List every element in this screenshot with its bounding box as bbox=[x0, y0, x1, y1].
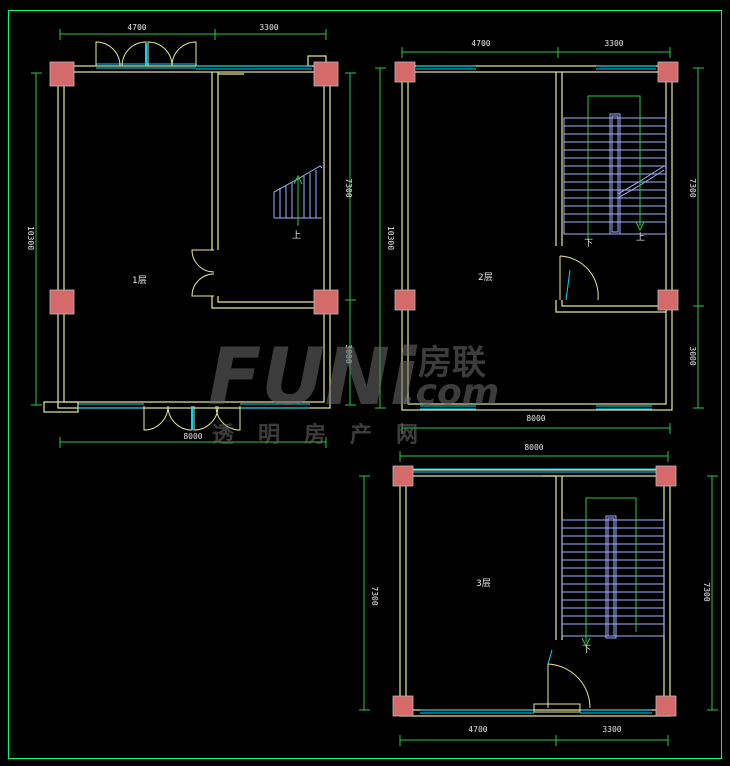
floor-1-stair-arrow bbox=[293, 174, 303, 226]
floor-3-windows bbox=[412, 468, 656, 714]
floor-3-dim-left: 7300 bbox=[370, 586, 379, 605]
floor-1-door-leaves bbox=[145, 44, 193, 430]
floor-2-doors bbox=[559, 255, 599, 301]
column bbox=[49, 289, 75, 315]
floor-3-room-label: 3层 bbox=[476, 578, 491, 589]
floor-2-plan: 4700 3300 8000 10300 7300 3000 bbox=[375, 39, 704, 434]
floor-2-stair-up-label: 上 bbox=[636, 232, 645, 243]
floor-2-dim-bottom: 8000 bbox=[526, 414, 545, 423]
floor-1-stair-up-label: 上 bbox=[292, 230, 301, 241]
column bbox=[392, 465, 414, 487]
column bbox=[49, 61, 75, 87]
column bbox=[394, 289, 416, 311]
floor-3-dim-top: 8000 bbox=[524, 443, 543, 452]
column bbox=[657, 61, 679, 83]
column bbox=[655, 465, 677, 487]
floor-1-dim-top-left: 4700 bbox=[127, 23, 146, 32]
floor-1-dimensions bbox=[31, 29, 356, 448]
floor-2-dim-top-left: 4700 bbox=[471, 39, 490, 48]
floor-3-dim-bottom-left: 4700 bbox=[468, 725, 487, 734]
floor-1-dim-bottom: 8000 bbox=[183, 432, 202, 441]
column bbox=[392, 695, 414, 717]
floor-3-columns bbox=[392, 465, 677, 717]
floor-2-columns bbox=[394, 61, 679, 311]
watermark-cn-name: 房联 bbox=[418, 343, 486, 383]
drawing-frame bbox=[8, 10, 722, 759]
floor-1-plan: 4700 3300 8000 10300 7300 3000 bbox=[26, 23, 356, 448]
floor-2-room-label: 2层 bbox=[478, 272, 493, 283]
column bbox=[655, 695, 677, 717]
floor-3-dim-right: 7300 bbox=[702, 582, 711, 601]
column bbox=[657, 289, 679, 311]
floor-2-stair-down-label: 下 bbox=[584, 239, 593, 249]
floor-2-dim-right-top: 7300 bbox=[688, 178, 697, 197]
column bbox=[313, 61, 339, 87]
floor-3-dimensions bbox=[359, 451, 718, 746]
watermark-domain: .com bbox=[402, 372, 499, 413]
floor-1-room-label: 1层 bbox=[132, 275, 147, 286]
floor-1-dim-top-right: 3300 bbox=[259, 23, 278, 32]
floor-3-stairs bbox=[561, 515, 665, 639]
floor-1-dim-right-top: 7300 bbox=[344, 178, 353, 197]
floor-1-windows bbox=[78, 63, 312, 409]
floor-1-columns bbox=[49, 61, 339, 315]
watermark-slogan: 透明房产网 bbox=[212, 422, 442, 448]
column bbox=[394, 61, 416, 83]
floor-1-dim-left: 10300 bbox=[26, 226, 35, 250]
floor-3-dim-bottom-right: 3300 bbox=[602, 725, 621, 734]
floor-2-stairs bbox=[563, 113, 667, 235]
floor-2-stair-arrow bbox=[587, 95, 645, 240]
floor-3-stair-arrow bbox=[581, 497, 637, 648]
floor-3-plan: 8000 7300 7300 4700 3300 bbox=[359, 443, 718, 746]
floor-3-doors bbox=[533, 663, 591, 713]
floor-2-walls bbox=[401, 65, 673, 411]
floor-1-walls bbox=[43, 55, 331, 413]
floor-3-walls bbox=[399, 469, 671, 717]
watermark-brand: FUNi bbox=[208, 333, 418, 423]
watermark: FUNi 房联 .com 透明房产网 bbox=[208, 333, 499, 448]
column bbox=[313, 289, 339, 315]
floor-3-stair-down-label: 下 bbox=[582, 645, 591, 655]
floor-2-dim-right-bottom: 3000 bbox=[688, 346, 697, 365]
floor-2-dim-top-right: 3300 bbox=[604, 39, 623, 48]
floor-2-dim-left: 10300 bbox=[386, 226, 395, 250]
floor-2-windows bbox=[416, 65, 656, 410]
floor-2-dimensions bbox=[375, 47, 704, 434]
floor-1-dim-right-bottom: 3000 bbox=[344, 344, 353, 363]
